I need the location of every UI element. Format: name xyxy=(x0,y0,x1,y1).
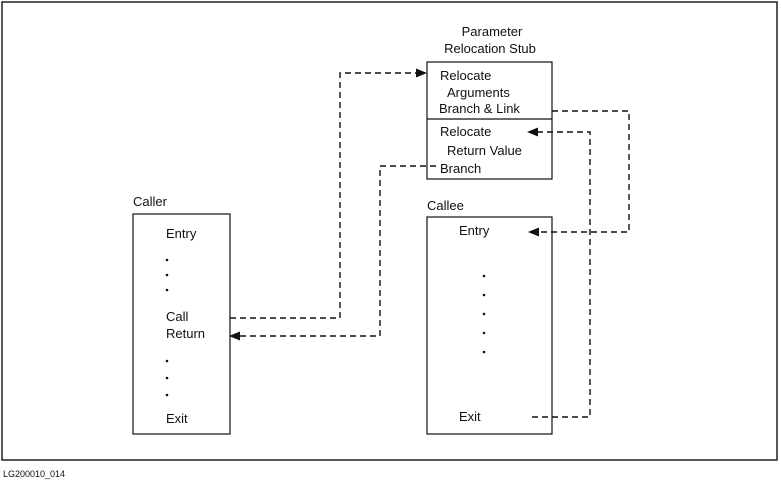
caller-exit: Exit xyxy=(166,411,188,426)
figure-id: LG200010_014 xyxy=(3,469,65,479)
stub-relocate-ret: Relocate xyxy=(440,124,491,139)
caller-dot xyxy=(165,273,169,277)
callee-dot xyxy=(482,293,486,297)
callee-dot xyxy=(482,331,486,335)
call-to-stub-arrowhead xyxy=(416,68,427,78)
stub-branch-link: Branch & Link xyxy=(439,101,520,116)
branch-link-to-callee-arrowhead xyxy=(528,227,539,237)
caller-dot xyxy=(165,288,169,292)
branch-to-return-arrowhead xyxy=(229,331,240,341)
stub-arguments: Arguments xyxy=(447,85,510,100)
caller-dot xyxy=(165,258,169,262)
callee-dot xyxy=(482,274,486,278)
caller-return: Return xyxy=(166,326,205,341)
callee-entry: Entry xyxy=(459,223,490,238)
caller-dot xyxy=(165,359,169,363)
callee-dot xyxy=(482,312,486,316)
stub-title-line2: Relocation Stub xyxy=(444,41,536,56)
caller-title: Caller xyxy=(133,194,168,209)
stub-branch: Branch xyxy=(440,161,481,176)
call-to-stub-arrow xyxy=(230,72,417,319)
callee-exit: Exit xyxy=(459,409,481,424)
branch-to-return-arrow xyxy=(240,165,436,337)
callee-box xyxy=(426,216,553,435)
diagram-frame xyxy=(1,1,778,461)
branch-link-to-callee-arrow xyxy=(539,110,630,233)
caller-dot xyxy=(165,376,169,380)
stub-relocate-args: Relocate xyxy=(440,68,491,83)
caller-entry: Entry xyxy=(166,226,197,241)
caller-dot xyxy=(165,393,169,397)
exit-to-stub-arrow xyxy=(532,131,591,418)
callee-dot xyxy=(482,350,486,354)
stub-return-value: Return Value xyxy=(447,143,522,158)
stub-title-line1: Parameter xyxy=(462,24,523,39)
exit-to-stub-arrowhead xyxy=(527,127,538,137)
caller-box xyxy=(132,213,231,435)
stub-box xyxy=(426,61,553,180)
caller-call: Call xyxy=(166,309,189,324)
callee-title: Callee xyxy=(427,198,464,213)
